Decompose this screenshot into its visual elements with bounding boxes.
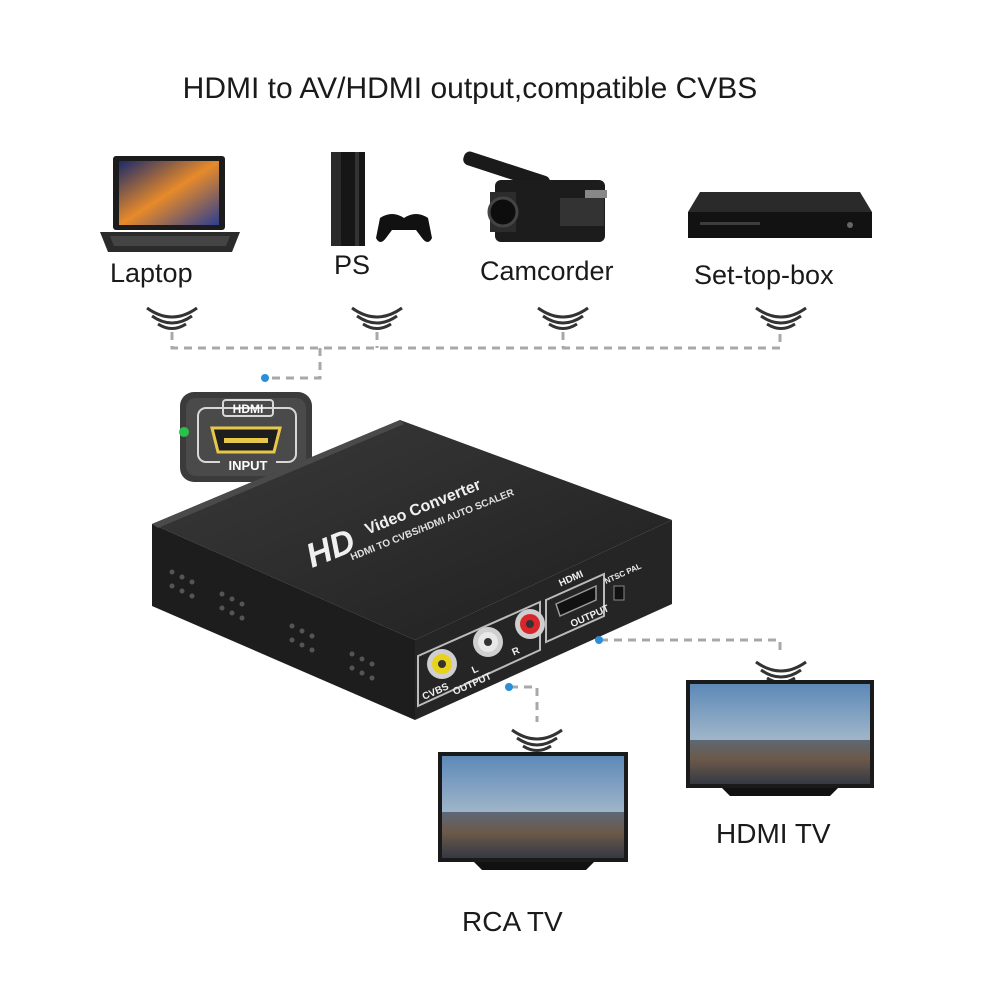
signal-icon-laptop bbox=[146, 306, 198, 330]
rca-port-yellow bbox=[427, 649, 457, 679]
rca-port-red bbox=[515, 609, 545, 639]
source-label-ps: PS bbox=[334, 250, 371, 280]
source-label-camcorder: Camcorder bbox=[480, 256, 614, 286]
vent-holes bbox=[169, 569, 375, 681]
rca-label-l: L bbox=[470, 664, 480, 677]
input-caption-text: INPUT bbox=[229, 458, 268, 473]
rca-label-r: R bbox=[510, 645, 522, 658]
rca-port-white bbox=[473, 627, 503, 657]
output-connector-lines bbox=[510, 638, 782, 722]
source-connector-lines bbox=[170, 332, 782, 380]
hdmi-output-port bbox=[545, 572, 605, 644]
game-console-icon bbox=[331, 152, 432, 246]
destination-label-rca-tv: RCA TV bbox=[462, 906, 563, 937]
connector-dot-input bbox=[261, 374, 269, 382]
hdmi-input-callout bbox=[179, 392, 312, 482]
set-top-box-icon bbox=[688, 192, 872, 238]
camcorder-icon bbox=[463, 151, 607, 242]
connector-dot-hdmi bbox=[595, 636, 603, 644]
input-badge-text: HDMI bbox=[233, 402, 264, 416]
laptop-icon bbox=[100, 156, 240, 252]
rca-output-panel bbox=[417, 600, 541, 708]
source-label-settop: Set-top-box bbox=[694, 260, 834, 290]
video-converter-device bbox=[152, 420, 672, 720]
signal-icon-camcorder bbox=[537, 306, 589, 330]
signal-icon-rca-tv bbox=[511, 728, 563, 752]
signal-icon-settop bbox=[755, 306, 807, 330]
signal-icon-hdmi-tv bbox=[755, 660, 807, 684]
destination-label-hdmi-tv: HDMI TV bbox=[716, 818, 831, 849]
signal-icon-ps bbox=[351, 306, 403, 330]
source-label-laptop: Laptop bbox=[110, 258, 193, 288]
ntsc-pal-switch bbox=[613, 585, 625, 601]
hdmi-tv-icon bbox=[686, 680, 874, 796]
diagram-title: HDMI to AV/HDMI output,compatible CVBS bbox=[182, 72, 758, 105]
rca-tv-icon bbox=[438, 752, 628, 870]
connector-dot-rca bbox=[505, 683, 513, 691]
